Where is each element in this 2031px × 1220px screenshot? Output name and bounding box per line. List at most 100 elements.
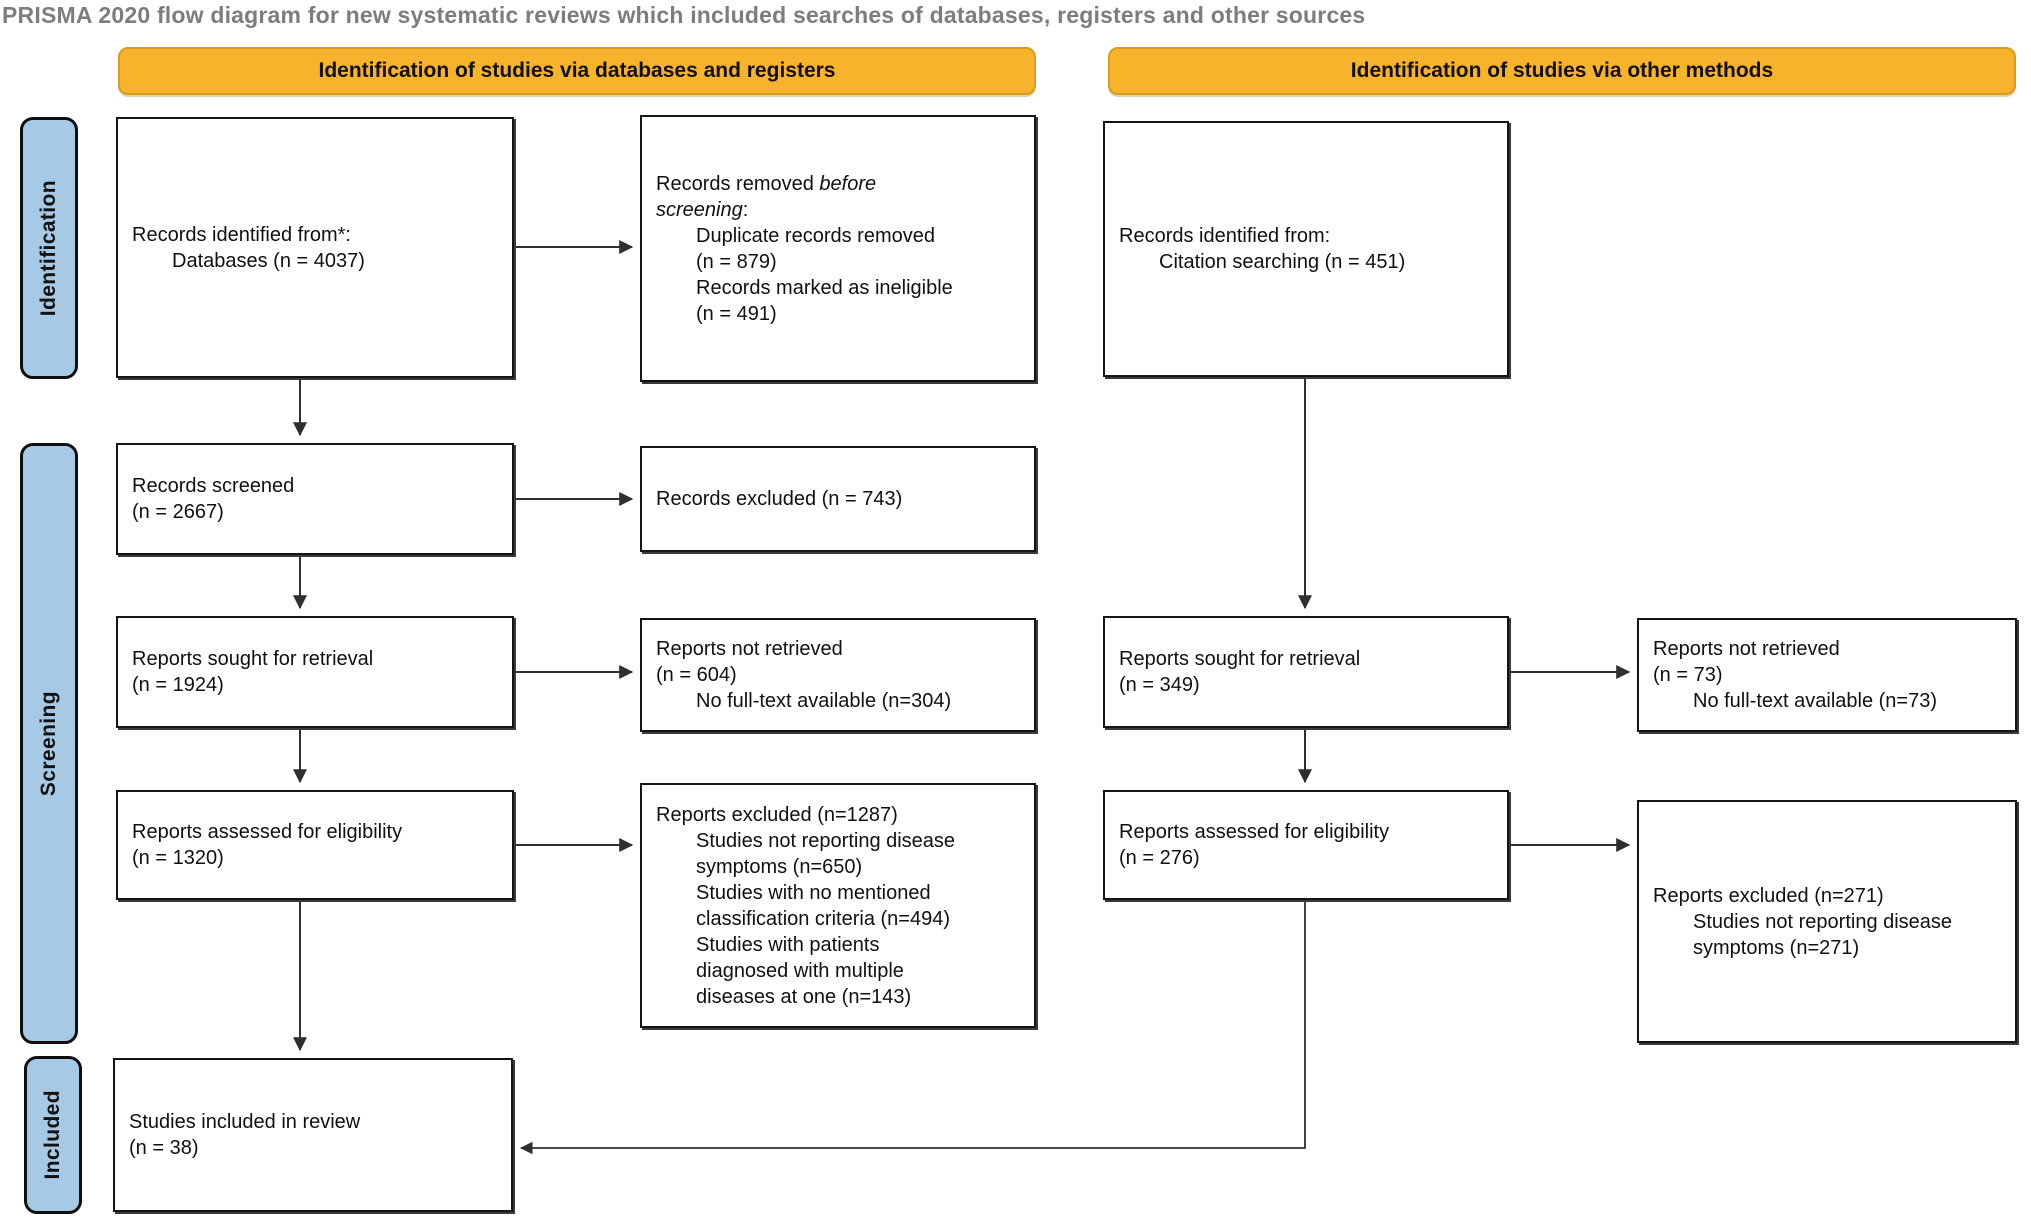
box-text: Studies included in review — [129, 1111, 361, 1133]
box-text-line: Studies included in review — [129, 1109, 499, 1135]
box-text: (n = 1924) — [132, 674, 224, 696]
box-text: Reports sought for retrieval — [132, 648, 374, 670]
box-text-line: Studies not reporting disease — [656, 828, 1022, 854]
box-text-line: (n = 1320) — [132, 845, 500, 871]
box-text: Studies not reporting disease — [1693, 910, 1953, 933]
box-text-line: (n = 879) — [656, 249, 1022, 275]
box-text: Reports assessed for eligibility — [132, 821, 403, 843]
box-text: (n = 276) — [1119, 847, 1200, 869]
box-text-line: Reports sought for retrieval — [1119, 646, 1495, 672]
box-records-screened: Records screened (n = 2667) — [116, 443, 514, 555]
box-text-line: Reports excluded (n=271) — [1653, 883, 2003, 909]
box-text: (n = 38) — [129, 1137, 199, 1159]
box-text: Records identified from*: — [132, 223, 351, 246]
box-text: symptoms (n=271) — [1693, 936, 1860, 959]
box-text: Records excluded (n = 743) — [656, 488, 903, 510]
box-text: Studies not reporting disease — [696, 829, 956, 852]
box-text-line: (n = 349) — [1119, 672, 1495, 698]
box-text-line: No full-text available (n=73) — [1653, 688, 2003, 714]
box-text-line: Records removed before — [656, 171, 1022, 197]
box-records-identified-citation: Records identified from: Citation searchi… — [1103, 121, 1509, 377]
box-text: (n = 349) — [1119, 674, 1200, 696]
box-text-line: Studies with no mentioned — [656, 880, 1022, 906]
box-text: Reports excluded (n=271) — [1653, 884, 1884, 907]
box-text: (n = 879) — [696, 250, 777, 273]
box-text: (n = 604) — [656, 664, 737, 686]
box-text: diagnosed with multiple — [696, 959, 904, 982]
box-text-line: (n = 73) — [1653, 662, 2003, 688]
box-records-excluded: Records excluded (n = 743) — [640, 446, 1036, 552]
box-text-line: symptoms (n=650) — [656, 854, 1022, 880]
box-text-line: Citation searching (n = 451) — [1119, 249, 1495, 275]
box-text-line: Records screened — [132, 473, 500, 499]
column-header-other-methods: Identification of studies via other meth… — [1108, 47, 2016, 95]
box-text-italic: screening — [656, 198, 743, 221]
box-text: No full-text available (n=304) — [696, 690, 952, 712]
box-text-line: Records identified from*: — [132, 222, 500, 248]
box-text-line: (n = 276) — [1119, 845, 1495, 871]
stage-label-identification: Identification — [20, 117, 78, 379]
box-text-line: (n = 1924) — [132, 672, 500, 698]
box-text-line: diagnosed with multiple — [656, 958, 1022, 984]
box-text: Reports assessed for eligibility — [1119, 821, 1390, 843]
box-text: Databases (n = 4037) — [172, 249, 365, 272]
box-text-line: No full-text available (n=304) — [656, 688, 1022, 714]
box-text: classification criteria (n=494) — [696, 907, 950, 930]
stage-label-text: Included — [41, 1090, 64, 1180]
box-text-line: Studies not reporting disease — [1653, 909, 2003, 935]
box-text-line: screening: — [656, 197, 1022, 223]
page-title: PRISMA 2020 flow diagram for new systema… — [2, 2, 1366, 28]
box-text-line: Databases (n = 4037) — [132, 248, 500, 274]
box-text-line: Studies with patients — [656, 932, 1022, 958]
box-text: Citation searching (n = 451) — [1159, 251, 1406, 273]
box-text-line: diseases at one (n=143) — [656, 984, 1022, 1010]
box-reports-excluded-databases: Reports excluded (n=1287) Studies not rep… — [640, 783, 1036, 1028]
box-text: Reports excluded (n=1287) — [656, 803, 898, 826]
box-text: Reports not retrieved — [656, 638, 843, 660]
box-reports-excluded-other: Reports excluded (n=271) Studies not repo… — [1637, 800, 2017, 1043]
box-text: (n = 73) — [1653, 664, 1723, 686]
box-text: (n = 1320) — [132, 847, 224, 869]
box-text-line: Reports assessed for eligibility — [132, 819, 500, 845]
box-text-line: Reports assessed for eligibility — [1119, 819, 1495, 845]
box-reports-assessed-databases: Reports assessed for eligibility (n = 132… — [116, 790, 514, 900]
stage-label-text: Identification — [37, 179, 60, 317]
box-text: Records screened — [132, 475, 295, 497]
box-text-line: Duplicate records removed — [656, 223, 1022, 249]
box-text: (n = 2667) — [132, 501, 224, 523]
box-text: (n = 491) — [696, 302, 777, 325]
column-header-label: Identification of studies via databases … — [318, 59, 836, 82]
box-text-line: Records excluded (n = 743) — [656, 486, 1022, 512]
box-text-line: (n = 491) — [656, 301, 1022, 327]
box-text: diseases at one (n=143) — [696, 985, 912, 1008]
column-header-label: Identification of studies via other meth… — [1350, 59, 1774, 82]
box-text-italic: before — [819, 172, 877, 195]
box-studies-included-review: Studies included in review (n = 38) — [113, 1058, 513, 1212]
box-text: : — [742, 198, 749, 221]
box-reports-not-retrieved-databases: Reports not retrieved (n = 604) No full-te… — [640, 618, 1036, 732]
box-text: Reports sought for retrieval — [1119, 648, 1361, 670]
stage-label-text: Screening — [37, 690, 60, 797]
box-text-line: (n = 38) — [129, 1135, 499, 1161]
stage-label-screening: Screening — [20, 443, 78, 1044]
box-text: Duplicate records removed — [696, 224, 935, 247]
box-reports-sought-other: Reports sought for retrieval (n = 349) — [1103, 616, 1509, 728]
box-reports-assessed-other: Reports assessed for eligibility (n = 276… — [1103, 790, 1509, 900]
box-text: Reports not retrieved — [1653, 638, 1840, 660]
box-text-line: Reports excluded (n=1287) — [656, 802, 1022, 828]
box-text-line: classification criteria (n=494) — [656, 906, 1022, 932]
box-text: Studies with patients — [696, 933, 880, 956]
box-text-line: Reports not retrieved — [1653, 636, 2003, 662]
box-text-line: Records marked as ineligible — [656, 275, 1022, 301]
box-text-line: symptoms (n=271) — [1653, 935, 2003, 961]
box-text: Records identified from: — [1119, 225, 1331, 247]
box-reports-not-retrieved-other: Reports not retrieved (n = 73)No full-tex… — [1637, 618, 2017, 732]
box-text-line: Reports not retrieved — [656, 636, 1022, 662]
column-header-databases-registers: Identification of studies via databases … — [118, 47, 1036, 95]
box-reports-sought-databases: Reports sought for retrieval (n = 1924) — [116, 616, 514, 728]
box-text-line: Records identified from: — [1119, 223, 1495, 249]
stage-label-included: Included — [24, 1056, 82, 1214]
box-records-identified-databases: Records identified from*: Databases (n = … — [116, 117, 514, 378]
